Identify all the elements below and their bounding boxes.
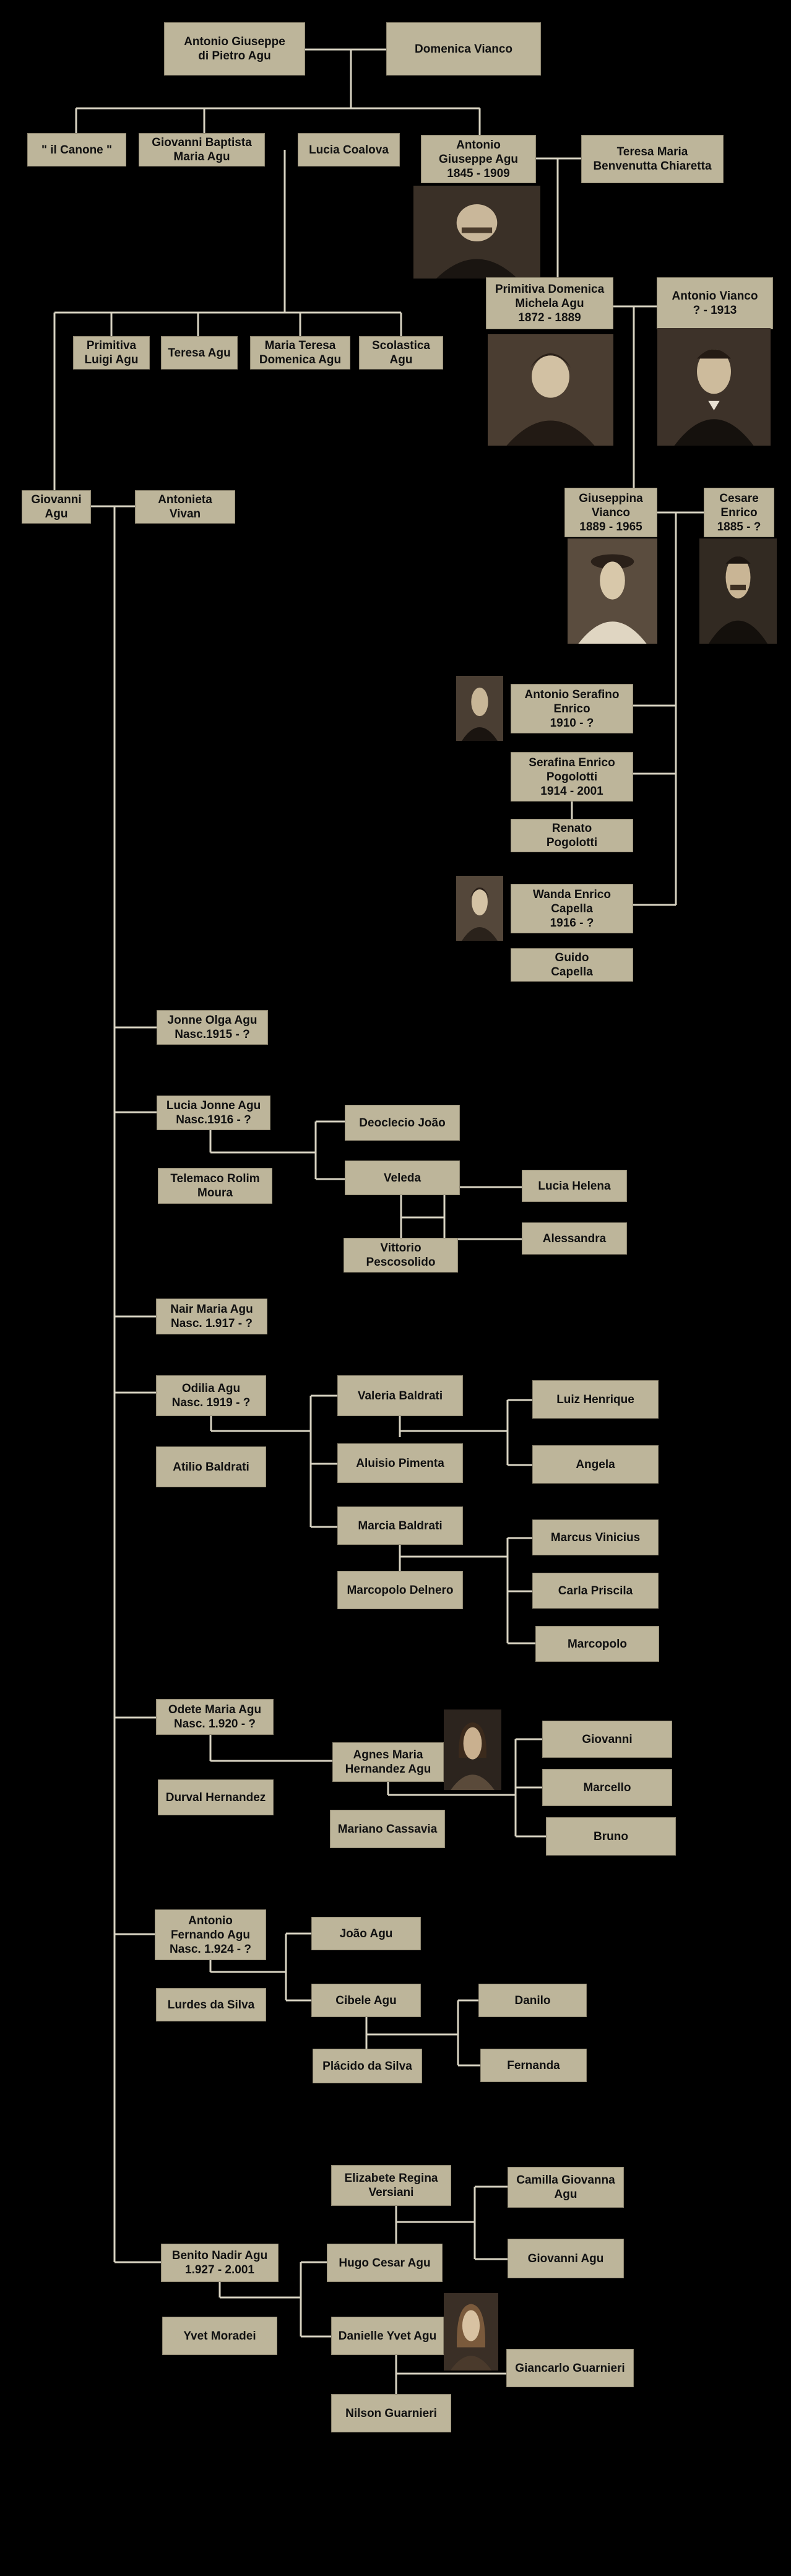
person-durval-hernandez[interactable]: Durval Hernandez bbox=[158, 1779, 274, 1815]
person-camilla-giovanna-agu[interactable]: Camilla Giovanna Agu bbox=[508, 2167, 624, 2208]
person-lucia-jonne-agu[interactable]: Lucia Jonne Agu Nasc.1916 - ? bbox=[157, 1096, 270, 1130]
person-hugo-cesar-agu[interactable]: Hugo Cesar Agu bbox=[327, 2244, 443, 2282]
person-giovanni-baptista-maria-agu[interactable]: Giovanni Baptista Maria Agu bbox=[139, 133, 265, 166]
person-vittorio-pescosolido[interactable]: Vittorio Pescosolido bbox=[344, 1238, 458, 1273]
person-lucia-helena[interactable]: Lucia Helena bbox=[522, 1170, 627, 1202]
person-veleda[interactable]: Veleda bbox=[345, 1160, 460, 1195]
person-alessandra[interactable]: Alessandra bbox=[522, 1222, 627, 1255]
person-giuseppina-vianco[interactable]: Giuseppina Vianco 1889 - 1965 bbox=[564, 488, 657, 537]
giuseppina-portrait-photo bbox=[568, 538, 657, 644]
person-antonio-serafino-enrico[interactable]: Antonio Serafino Enrico 1910 - ? bbox=[511, 684, 633, 733]
person-lucia-coalova[interactable]: Lucia Coalova bbox=[298, 133, 400, 166]
person-primitiva-luigi-agu[interactable]: Primitiva Luigi Agu bbox=[73, 336, 150, 370]
person-deoclecio-joao[interactable]: Deoclecio João bbox=[345, 1105, 460, 1141]
person-primitiva-domenica-michela-agu[interactable]: Primitiva Domenica Michela Agu 1872 - 18… bbox=[486, 277, 613, 329]
person-giovanni-agu-jr[interactable]: Giovanni Agu bbox=[508, 2239, 624, 2278]
antonio-giuseppe-portrait-photo bbox=[413, 186, 540, 279]
person-atilio-baldrati[interactable]: Atilio Baldrati bbox=[156, 1446, 266, 1487]
person-joao-agu[interactable]: João Agu bbox=[311, 1917, 421, 1950]
primitiva-portrait-photo bbox=[488, 334, 613, 446]
person-cibele-agu[interactable]: Cibele Agu bbox=[311, 1984, 421, 2017]
person-marcello[interactable]: Marcello bbox=[542, 1769, 672, 1806]
person-marcia-baldrati[interactable]: Marcia Baldrati bbox=[337, 1506, 463, 1545]
person-mariano-cassavia[interactable]: Mariano Cassavia bbox=[330, 1810, 445, 1848]
person-danielle-yvet-agu[interactable]: Danielle Yvet Agu bbox=[331, 2317, 444, 2355]
person-maria-teresa-domenica-agu[interactable]: Maria Teresa Domenica Agu bbox=[250, 336, 350, 370]
person-nair-maria-agu[interactable]: Nair Maria Agu Nasc. 1.917 - ? bbox=[156, 1299, 267, 1334]
cesare-portrait-photo bbox=[699, 538, 777, 644]
person-jonne-olga-agu[interactable]: Jonne Olga Agu Nasc.1915 - ? bbox=[157, 1010, 268, 1045]
person-antonio-giuseppe-di-pietro-agu[interactable]: Antonio Giuseppe di Pietro Agu bbox=[164, 22, 305, 76]
person-wanda-enrico-capella[interactable]: Wanda Enrico Capella 1916 - ? bbox=[511, 884, 633, 933]
person-marcopolo-delnero[interactable]: Marcopolo Delnero bbox=[337, 1571, 463, 1609]
person-agnes-maria-hernandez-agu[interactable]: Agnes Maria Hernandez Agu bbox=[332, 1742, 444, 1782]
person-renato-pogolotti[interactable]: Renato Pogolotti bbox=[511, 819, 633, 852]
person-il-canone[interactable]: " il Canone " bbox=[27, 133, 126, 166]
person-carla-priscila[interactable]: Carla Priscila bbox=[532, 1573, 659, 1609]
person-cesare-enrico[interactable]: Cesare Enrico 1885 - ? bbox=[704, 488, 774, 537]
person-yvet-moradei[interactable]: Yvet Moradei bbox=[162, 2317, 277, 2355]
person-serafina-enrico-pogolotti[interactable]: Serafina Enrico Pogolotti 1914 - 2001 bbox=[511, 752, 633, 802]
person-giovanni-agu[interactable]: Giovanni Agu bbox=[22, 490, 91, 524]
person-odete-maria-agu[interactable]: Odete Maria Agu Nasc. 1.920 - ? bbox=[156, 1699, 274, 1735]
person-nilson-guarnieri[interactable]: Nilson Guarnieri bbox=[331, 2394, 451, 2432]
person-placido-da-silva[interactable]: Plácido da Silva bbox=[313, 2049, 422, 2083]
person-odilia-agu[interactable]: Odilia Agu Nasc. 1919 - ? bbox=[156, 1375, 266, 1416]
person-fernanda[interactable]: Fernanda bbox=[480, 2049, 587, 2082]
antonio-serafino-portrait-photo bbox=[456, 676, 503, 741]
person-giovanni-hernandez[interactable]: Giovanni bbox=[542, 1721, 672, 1758]
person-bruno[interactable]: Bruno bbox=[546, 1817, 676, 1856]
person-scolastica-agu[interactable]: Scolastica Agu bbox=[359, 336, 443, 370]
person-angela[interactable]: Angela bbox=[532, 1445, 659, 1484]
person-giancarlo-guarnieri[interactable]: Giancarlo Guarnieri bbox=[506, 2349, 634, 2387]
person-guido-capella[interactable]: Guido Capella bbox=[511, 948, 633, 982]
danielle-portrait-photo bbox=[444, 2293, 498, 2371]
person-antonio-fernando-agu[interactable]: Antonio Fernando Agu Nasc. 1.924 - ? bbox=[155, 1909, 266, 1960]
person-danilo[interactable]: Danilo bbox=[478, 1984, 587, 2017]
person-benito-nadir-agu[interactable]: Benito Nadir Agu 1.927 - 2.001 bbox=[161, 2244, 279, 2282]
person-valeria-baldrati[interactable]: Valeria Baldrati bbox=[337, 1375, 463, 1416]
person-antonio-vianco[interactable]: Antonio Vianco ? - 1913 bbox=[657, 277, 773, 329]
person-elizabete-regina-versiani[interactable]: Elizabete Regina Versiani bbox=[331, 2165, 451, 2206]
person-luiz-henrique[interactable]: Luiz Henrique bbox=[532, 1380, 659, 1419]
wanda-portrait-photo bbox=[456, 876, 503, 941]
person-telemaco-rolim-moura[interactable]: Telemaco Rolim Moura bbox=[158, 1168, 272, 1204]
person-marcus-vinicius[interactable]: Marcus Vinicius bbox=[532, 1519, 659, 1555]
agnes-portrait-photo bbox=[444, 1709, 501, 1790]
person-teresa-agu[interactable]: Teresa Agu bbox=[161, 336, 238, 370]
antonio-vianco-portrait-photo bbox=[657, 328, 771, 446]
person-domenica-vianco[interactable]: Domenica Vianco bbox=[386, 22, 541, 76]
person-antonieta-vivan[interactable]: Antonieta Vivan bbox=[135, 490, 235, 524]
person-marcopolo[interactable]: Marcopolo bbox=[535, 1626, 659, 1662]
person-lurdes-da-silva[interactable]: Lurdes da Silva bbox=[156, 1988, 266, 2021]
person-aluisio-pimenta[interactable]: Aluisio Pimenta bbox=[337, 1443, 463, 1483]
person-teresa-maria-chiaretta[interactable]: Teresa Maria Benvenutta Chiaretta bbox=[581, 135, 724, 183]
person-antonio-giuseppe-agu-1845[interactable]: Antonio Giuseppe Agu 1845 - 1909 bbox=[421, 135, 536, 183]
